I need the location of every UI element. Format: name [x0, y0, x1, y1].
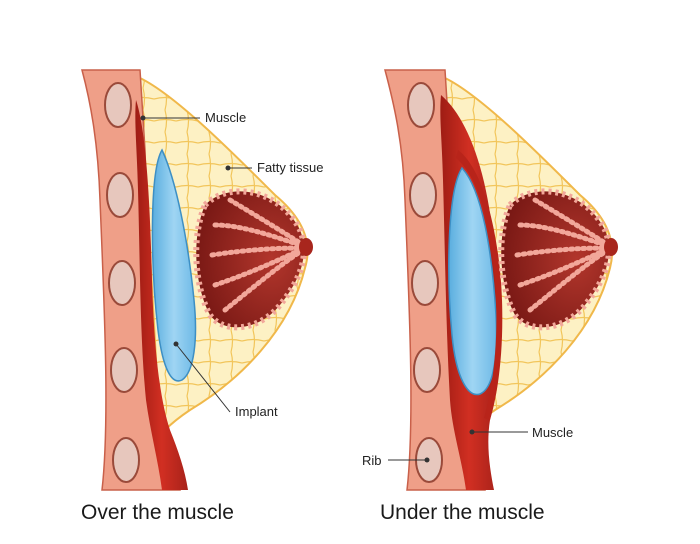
nipple: [604, 238, 618, 256]
muscle-leader-dot: [469, 429, 475, 435]
label-muscle-right: Muscle: [532, 425, 573, 440]
rib: [413, 347, 441, 393]
right-panel: Muscle Rib Under the muscle: [362, 69, 618, 524]
label-implant: Implant: [235, 404, 278, 419]
rib: [112, 437, 140, 483]
implant-leader-dot: [173, 341, 179, 347]
caption-under-the-muscle: Under the muscle: [380, 501, 545, 524]
rib-leader-dot: [424, 457, 430, 463]
ribs: [104, 82, 140, 483]
label-rib: Rib: [362, 453, 382, 468]
implant-leader-line: [175, 343, 231, 413]
caption-over-the-muscle: Over the muscle: [81, 501, 234, 524]
label-fatty-tissue: Fatty tissue: [257, 160, 323, 175]
rib: [110, 347, 138, 393]
nipple: [299, 238, 313, 256]
rib: [108, 260, 136, 306]
rib: [106, 172, 134, 218]
left-panel: Muscle Fatty tissue Implant Over the mus…: [81, 69, 323, 524]
muscle-leader-dot: [140, 115, 146, 121]
rib: [409, 172, 437, 218]
rib: [104, 82, 132, 128]
mammary-gland: [193, 188, 307, 331]
muscle-over-implant: [456, 150, 503, 420]
pectoral-muscle: [135, 100, 188, 490]
label-muscle-left: Muscle: [205, 110, 246, 125]
rib: [407, 82, 435, 128]
mammary-gland: [498, 188, 612, 331]
rib: [411, 260, 439, 306]
implant: [448, 166, 498, 396]
implant: [151, 148, 197, 382]
fatty-tissue-leader-dot: [225, 165, 231, 171]
ribs: [407, 82, 443, 483]
